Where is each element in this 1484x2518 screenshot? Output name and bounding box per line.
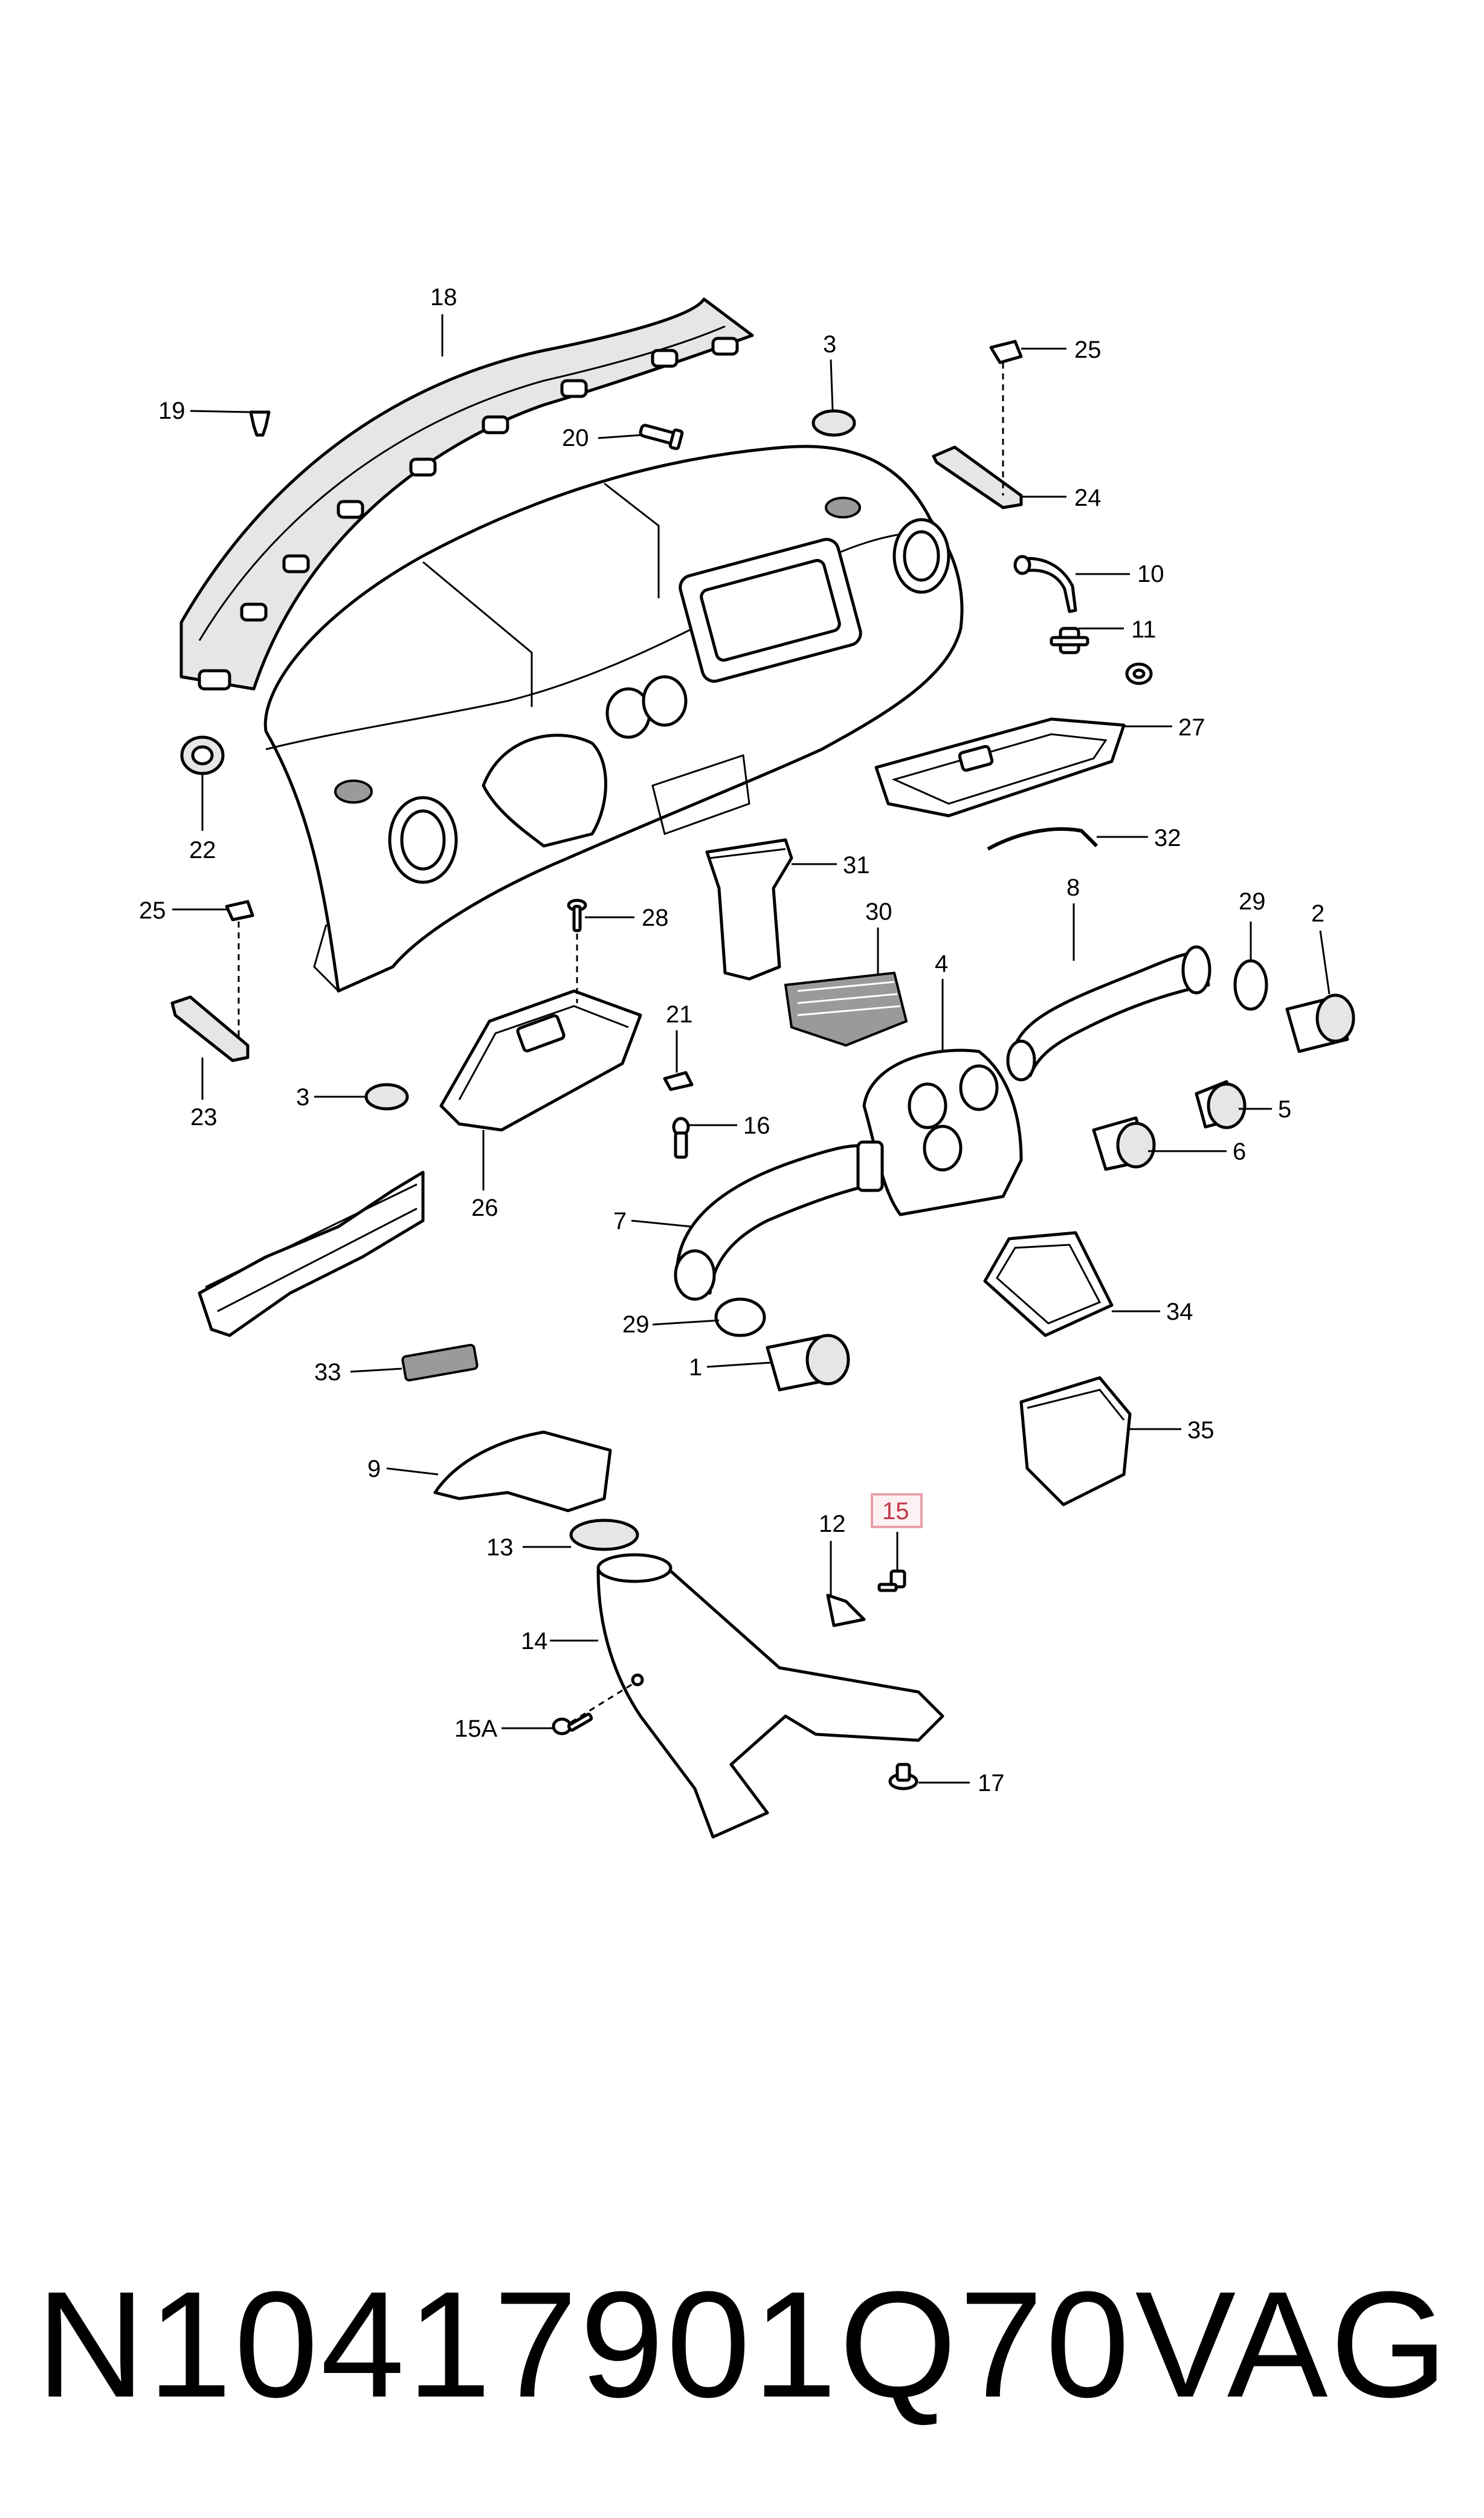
part-14-duct-lower[interactable] [596, 1553, 944, 1839]
part-29-seal-left[interactable] [714, 1297, 766, 1337]
callout-29-left[interactable]: 29 [622, 1311, 650, 1338]
callout-25-left[interactable]: 25 [139, 897, 166, 924]
part-8-duct-right[interactable] [1006, 945, 1211, 1082]
callout-29-right[interactable]: 29 [1239, 888, 1266, 915]
part-35-box[interactable] [1019, 1376, 1132, 1506]
callout-8[interactable]: 8 [1066, 874, 1080, 901]
callout-4[interactable]: 4 [935, 951, 948, 977]
callout-2[interactable]: 2 [1311, 900, 1324, 927]
part-30-grille[interactable] [784, 971, 908, 1047]
callout-18[interactable]: 18 [430, 284, 457, 311]
part-4-vent-housing[interactable] [862, 1048, 1023, 1216]
part-3-cap-left[interactable] [364, 1083, 409, 1111]
callout-34[interactable]: 34 [1166, 1299, 1193, 1325]
part-19-clip[interactable] [249, 410, 271, 437]
part-3-cap-top[interactable] [811, 409, 856, 437]
leader-lines [172, 314, 1331, 1784]
callout-13[interactable]: 13 [486, 1534, 514, 1561]
callout-26[interactable]: 26 [471, 1195, 498, 1221]
part-17-fastener[interactable] [888, 1763, 918, 1790]
part-33-pad[interactable] [401, 1343, 479, 1382]
footer: N10417901Q70 VAG [36, 2236, 1450, 2453]
part-2-vent[interactable] [1285, 993, 1355, 1053]
part-26-glovebox[interactable] [439, 989, 642, 1132]
part-25-clip-top[interactable] [989, 340, 1023, 364]
callout-32[interactable]: 32 [1154, 825, 1181, 851]
part-16-plug[interactable] [672, 1117, 690, 1159]
callout-labels: 18 19 20 3 25 24 10 11 27 22 32 31 25 28… [139, 284, 1324, 1796]
part-13-ring[interactable] [569, 1519, 639, 1551]
callout-7[interactable]: 7 [613, 1208, 627, 1235]
part-10-hose[interactable] [1013, 555, 1077, 613]
part-12-clip[interactable] [826, 1593, 866, 1627]
part-6-vent[interactable] [1092, 1116, 1156, 1171]
part-15-screw[interactable] [877, 1569, 906, 1592]
callout-9[interactable]: 9 [367, 1456, 381, 1482]
callout-15[interactable]: 15 [882, 1498, 909, 1525]
part-5-vent[interactable] [1195, 1080, 1247, 1129]
part-34-frame[interactable] [983, 1231, 1114, 1337]
callout-12[interactable]: 12 [819, 1511, 846, 1537]
callout-28[interactable]: 28 [642, 905, 669, 931]
part-31-duct[interactable] [705, 838, 793, 981]
part-11-fitting[interactable] [1050, 627, 1153, 685]
callout-6[interactable]: 6 [1233, 1138, 1246, 1165]
callout-17[interactable]: 17 [978, 1770, 1005, 1796]
callout-33[interactable]: 33 [314, 1359, 341, 1386]
highlight-box [871, 1493, 923, 1528]
part-7-duct-left[interactable] [674, 1140, 884, 1301]
callout-15A[interactable]: 15A [454, 1716, 497, 1742]
callout-21[interactable]: 21 [666, 1001, 693, 1028]
part-23-bracket-left[interactable] [170, 995, 250, 1062]
callout-35[interactable]: 35 [1187, 1417, 1215, 1444]
part-27-lid[interactable] [874, 717, 1126, 818]
callout-27[interactable]: 27 [1178, 714, 1205, 741]
part-24-bracket[interactable] [932, 445, 1023, 509]
callout-31[interactable]: 31 [843, 852, 870, 879]
callout-14[interactable]: 14 [521, 1628, 548, 1654]
part-22-grommet[interactable] [180, 735, 225, 775]
callout-25-top[interactable]: 25 [1074, 337, 1102, 363]
callout-10[interactable]: 10 [1137, 561, 1164, 587]
callout-11[interactable]: 11 [1131, 616, 1157, 643]
part-25-clip-left[interactable] [225, 900, 254, 922]
part-29-seal-right[interactable] [1233, 959, 1268, 1011]
dashboard-panel[interactable] [263, 445, 964, 993]
part-20-screw[interactable] [639, 424, 684, 450]
part-number: N10417901Q70 [36, 2260, 1132, 2429]
part-32-wire[interactable] [987, 827, 1098, 851]
callout-20[interactable]: 20 [562, 425, 589, 451]
callout-3-left[interactable]: 3 [296, 1084, 309, 1111]
part-28-screw[interactable] [567, 899, 587, 932]
callout-24[interactable]: 24 [1074, 485, 1102, 511]
callout-23[interactable]: 23 [190, 1104, 218, 1131]
callout-19[interactable]: 19 [158, 398, 186, 424]
callout-5[interactable]: 5 [1278, 1096, 1291, 1123]
support-bracket[interactable] [198, 1170, 425, 1337]
callout-22[interactable]: 22 [189, 837, 216, 864]
part-15A-screw[interactable] [552, 1713, 593, 1735]
part-9-connector[interactable] [433, 1430, 612, 1512]
callout-30[interactable]: 30 [865, 899, 892, 925]
part-1-vent[interactable] [766, 1334, 850, 1392]
brand-name: VAG [1135, 2260, 1450, 2429]
part-21-clip[interactable] [663, 1071, 694, 1091]
callout-16[interactable]: 16 [743, 1112, 770, 1139]
parts-diagram: 18 19 20 3 25 24 10 11 27 22 32 31 25 28… [139, 284, 1355, 1839]
callout-3-top[interactable]: 3 [823, 331, 836, 358]
callout-1[interactable]: 1 [689, 1354, 702, 1381]
part-18-trim-strip[interactable] [179, 297, 754, 691]
